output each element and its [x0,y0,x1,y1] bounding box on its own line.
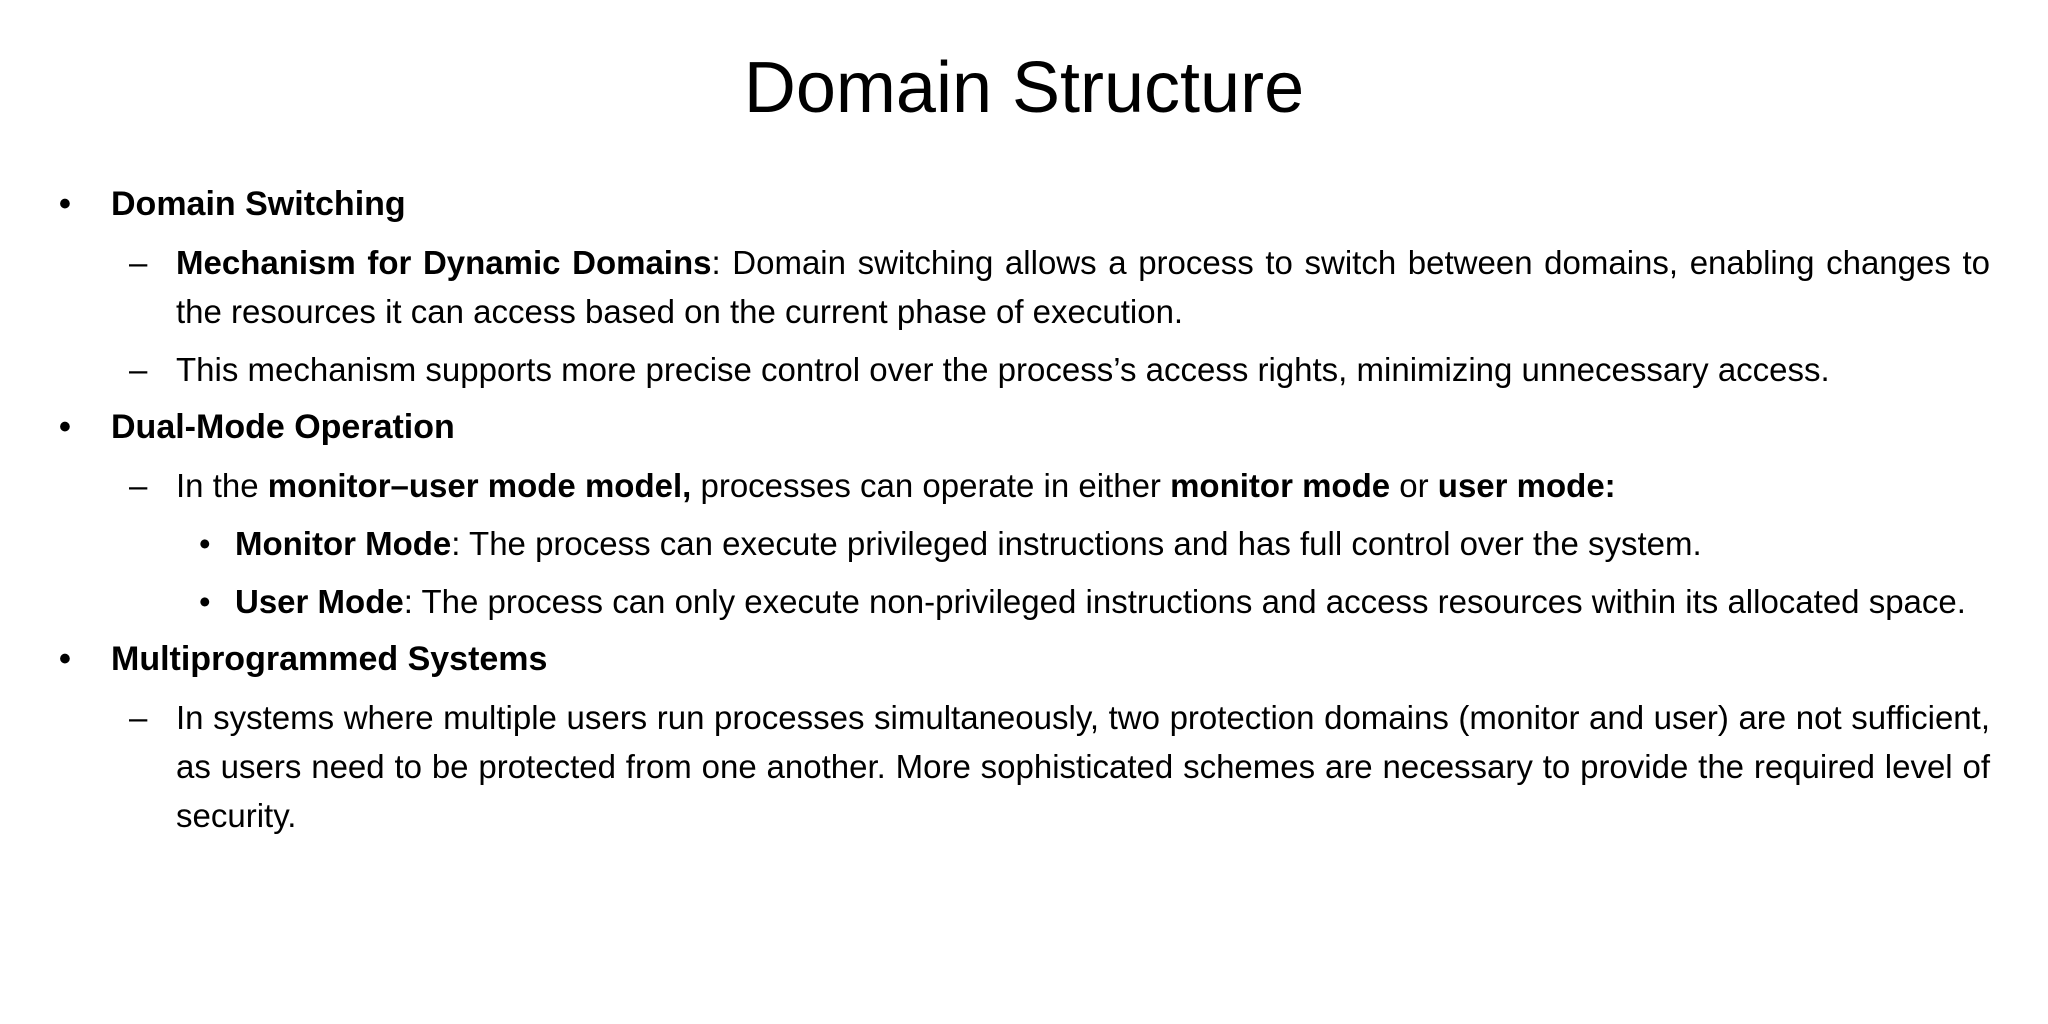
bullet-icon: • [59,407,71,446]
slide-title: Domain Structure [743,48,1305,128]
bullet-dual-mode-operation: • Dual-Mode Operation [0,403,1990,452]
section-heading: Multiprogrammed Systems [111,639,548,678]
bullet-multiple-users-protection: – In systems where multiple users run pr… [0,693,1990,840]
bullet-mechanism-dynamic-domains: – Mechanism for Dynamic Domains: Domain … [0,238,1990,336]
text-run: : The process can only execute non-privi… [403,582,1966,620]
text-run: or [1390,466,1438,504]
text-run: : Domain switching allows a process to s… [176,243,1990,330]
bullet-monitor-user-mode-model: – In the monitor–user mode model, proces… [0,461,1990,510]
dash-icon: – [129,243,148,281]
paragraph: In the monitor–user mode model, processe… [176,461,1990,510]
text-run-bold: User Mode [235,582,404,620]
bullet-icon: • [199,582,211,620]
text-run: This mechanism supports more precise con… [176,350,1830,388]
bullet-precise-control: – This mechanism supports more precise c… [0,345,1990,394]
text-run: In systems where multiple users run proc… [176,698,1990,834]
slide-body: • Domain Switching – Mechanism for Dynam… [0,180,2048,840]
section-heading: Dual-Mode Operation [111,407,455,446]
text-run-bold: Mechanism for Dynamic Domains [176,243,712,281]
text-run-bold: user mode: [1437,466,1616,504]
bullet-monitor-mode: • Monitor Mode: The process can execute … [0,519,1990,568]
text-run-bold: monitor–user mode model, [267,466,692,504]
bullet-multiprogrammed-systems: • Multiprogrammed Systems [0,635,1990,684]
paragraph: Monitor Mode: The process can execute pr… [235,519,1990,568]
dash-icon: – [129,466,148,504]
text-run: In the [176,466,268,504]
paragraph: This mechanism supports more precise con… [176,345,1990,394]
bullet-icon: • [199,524,211,562]
text-run-bold: Monitor Mode [235,524,452,562]
text-run: : The process can execute privileged ins… [451,524,1702,562]
bullet-icon: • [59,184,71,223]
text-run: processes can operate in either [691,466,1171,504]
paragraph: In systems where multiple users run proc… [176,693,1990,840]
dash-icon: – [129,698,148,736]
paragraph: Mechanism for Dynamic Domains: Domain sw… [176,238,1990,336]
bullet-domain-switching: • Domain Switching [0,180,1990,229]
text-run-bold: monitor mode [1170,466,1391,504]
bullet-icon: • [59,639,71,678]
bullet-user-mode: • User Mode: The process can only execut… [0,577,1990,626]
paragraph: User Mode: The process can only execute … [235,577,1990,626]
dash-icon: – [129,350,148,388]
section-heading: Domain Switching [111,184,406,223]
